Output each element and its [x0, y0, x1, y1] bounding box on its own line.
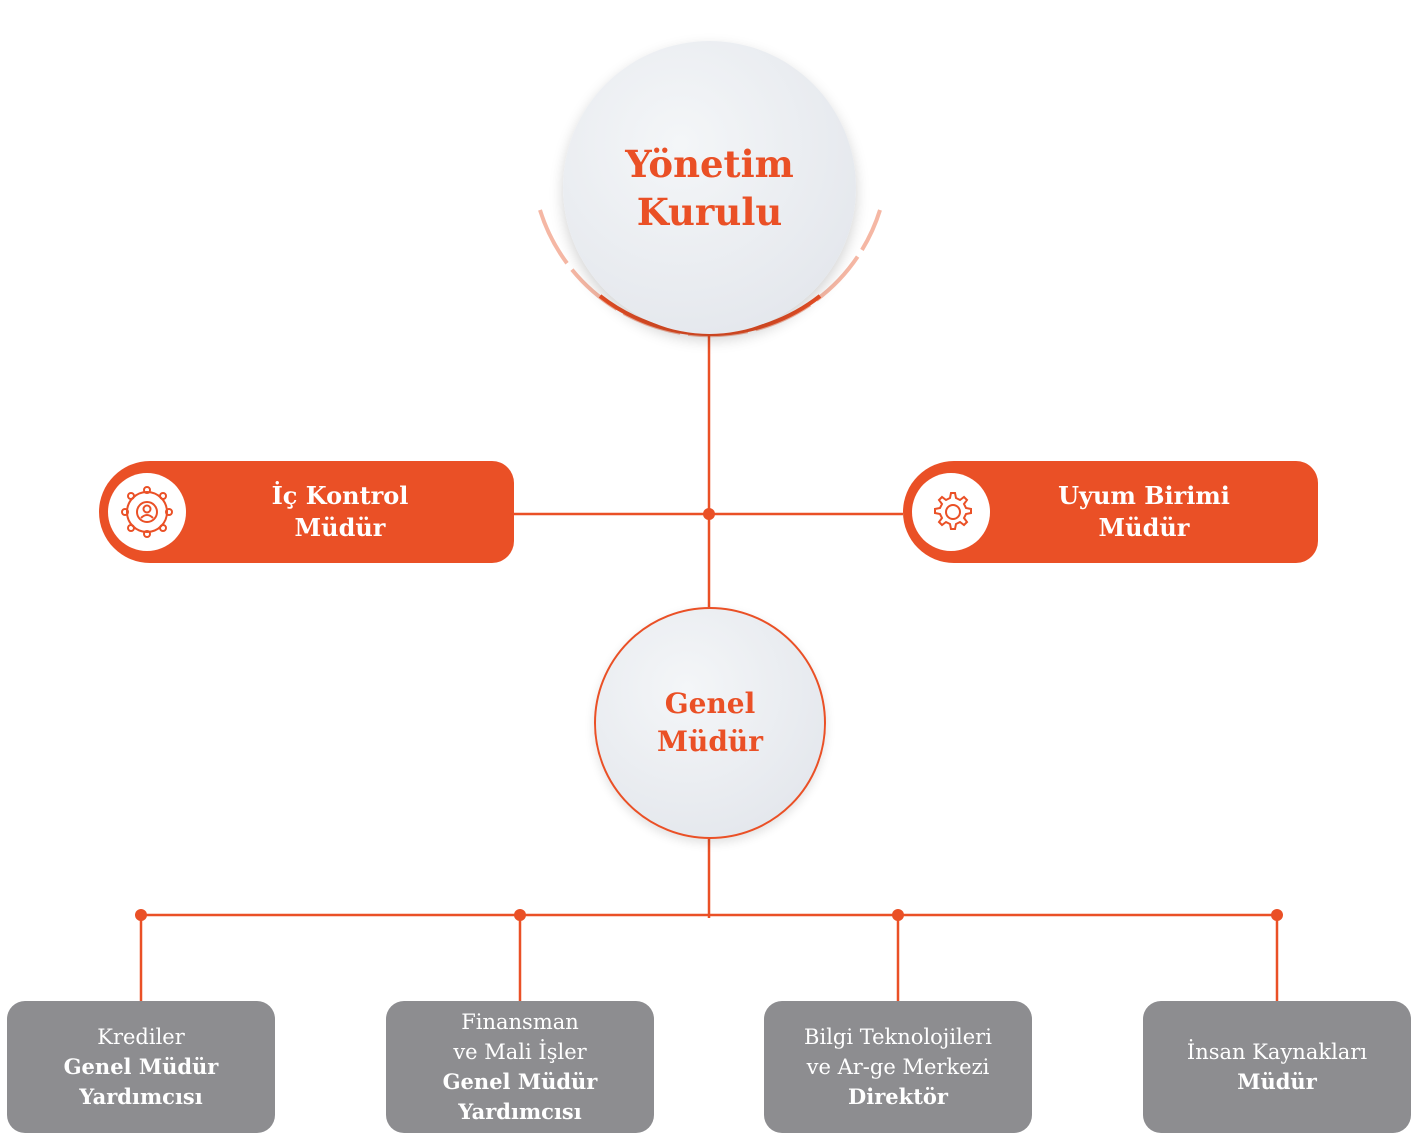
unit-bold-text: Yardımcısı	[79, 1084, 203, 1109]
unit-box-credits: Krediler Genel Müdür Yardımcısı	[7, 1001, 275, 1133]
node-dot	[514, 909, 526, 921]
unit-box-it: Bilgi Teknolojileri ve Ar-ge Merkezi Dir…	[764, 1001, 1032, 1133]
compliance-label: Uyum Birimi Müdür	[990, 480, 1318, 544]
unit-bold-text: Genel Müdür	[442, 1069, 598, 1094]
node-dot	[892, 909, 904, 921]
unit-bold-text: Müdür	[1237, 1069, 1317, 1094]
internal-control-node: İç Kontrol Müdür	[99, 461, 514, 563]
compliance-node: Uyum Birimi Müdür	[903, 461, 1318, 563]
unit-normal-text: ve Ar-ge Merkezi	[806, 1055, 990, 1079]
unit-normal-text: Bilgi Teknolojileri	[804, 1025, 992, 1049]
internal-control-line2: Müdür	[294, 513, 386, 542]
unit-bold-text: Yardımcısı	[458, 1099, 582, 1124]
node-dot	[135, 909, 147, 921]
unit-box-hr: İnsan Kaynakları Müdür	[1143, 1001, 1411, 1133]
gear-icon	[912, 473, 990, 551]
compliance-line2: Müdür	[1098, 513, 1190, 542]
compliance-line1: Uyum Birimi	[1058, 481, 1230, 510]
unit-normal-text: Krediler	[97, 1025, 185, 1049]
board-line2: Kurulu	[636, 189, 783, 234]
internal-control-line1: İç Kontrol	[271, 481, 409, 510]
general-manager-line2: Müdür	[656, 725, 764, 758]
general-manager-line1: Genel	[664, 687, 756, 720]
board-line1: Yönetim	[625, 141, 794, 186]
unit-normal-text: ve Mali İşler	[453, 1040, 587, 1064]
node-dot	[703, 508, 715, 520]
unit-bold-text: Direktör	[848, 1084, 948, 1109]
unit-normal-text: Finansman	[461, 1010, 579, 1034]
general-manager-node: Genel Müdür	[594, 607, 826, 839]
unit-box-finance: Finansman ve Mali İşler Genel Müdür Yard…	[386, 1001, 654, 1133]
unit-normal-text: İnsan Kaynakları	[1186, 1040, 1368, 1064]
board-node: Yönetim Kurulu	[563, 41, 856, 334]
unit-bold-text: Genel Müdür	[63, 1054, 219, 1079]
node-dot	[1271, 909, 1283, 921]
people-network-icon	[108, 473, 186, 551]
internal-control-label: İç Kontrol Müdür	[186, 480, 514, 544]
